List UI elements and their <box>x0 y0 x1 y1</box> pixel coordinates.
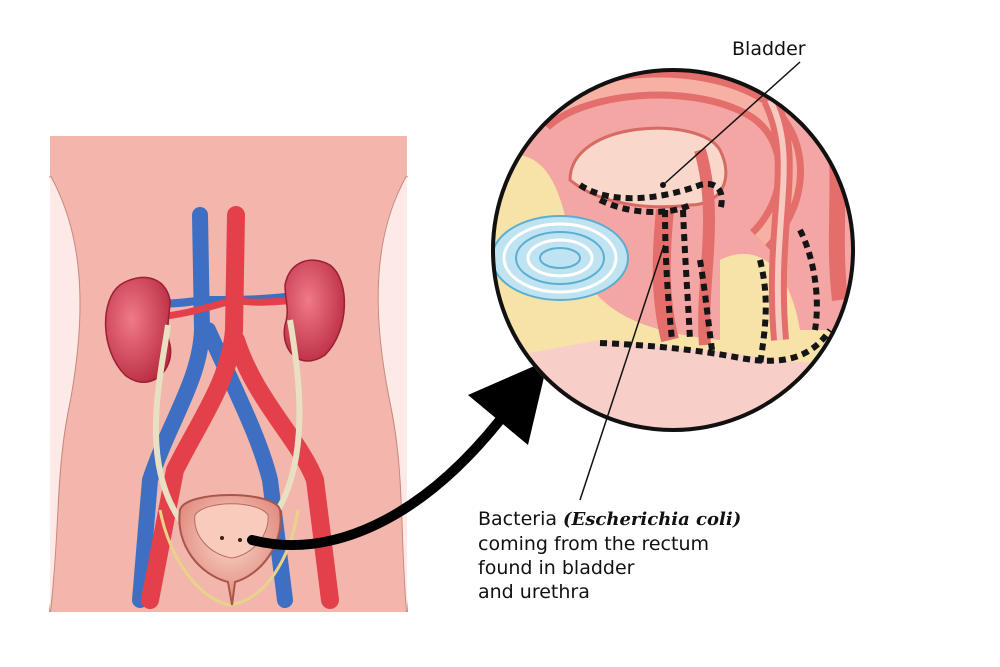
caption-line-4: and urethra <box>478 580 741 604</box>
magnified-cross-section <box>490 60 860 440</box>
bladder-label: Bladder <box>732 38 806 60</box>
caption-line-2: coming from the rectum <box>478 532 741 556</box>
bacteria-caption: Bacteria (Escherichia coli) coming from … <box>478 507 741 604</box>
caption-line-3: found in bladder <box>478 556 741 580</box>
spiral-structure <box>492 216 628 300</box>
arrow-head <box>468 360 548 445</box>
caption-scientific-name: (Escherichia coli) <box>563 509 741 530</box>
caption-word: Bacteria <box>478 508 557 530</box>
torso-illustration <box>50 136 407 612</box>
